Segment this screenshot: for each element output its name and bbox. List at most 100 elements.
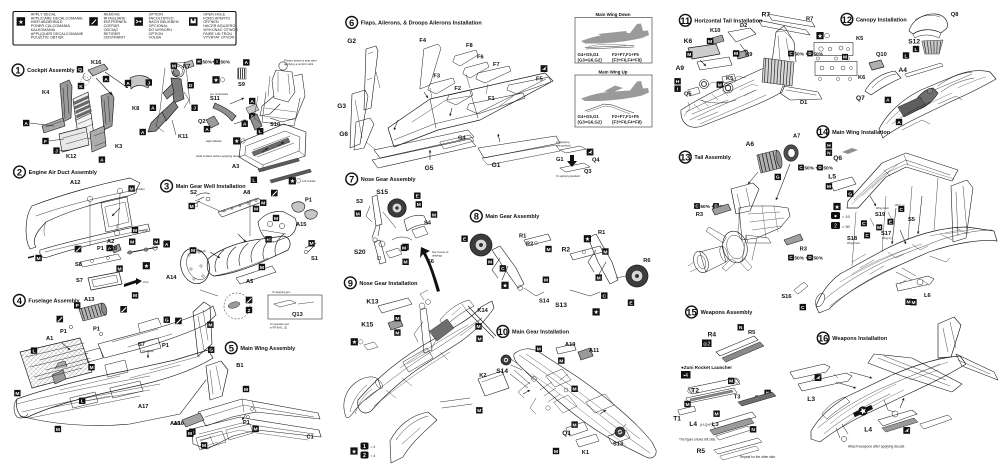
svg-text:2: 2	[17, 167, 22, 178]
svg-text:★: ★	[593, 309, 598, 316]
svg-text:A9: A9	[676, 65, 685, 72]
svg-text:★: ★	[351, 448, 356, 455]
svg-text:(on underside): (on underside)	[210, 92, 228, 96]
svg-text:A12: A12	[70, 180, 80, 186]
svg-text:M: M	[685, 402, 689, 408]
svg-text:M: M	[573, 387, 577, 393]
svg-text:N: N	[739, 325, 743, 331]
svg-text:A: A	[100, 157, 104, 163]
svg-text:13: 13	[680, 152, 690, 163]
svg-text:E: E	[629, 301, 633, 307]
svg-text:▪4: ▪4	[683, 373, 688, 379]
svg-text:11: 11	[680, 15, 690, 26]
svg-text:L6: L6	[924, 293, 931, 299]
svg-text:A5: A5	[246, 279, 253, 285]
svg-text:M: M	[827, 184, 831, 190]
svg-text:E: E	[463, 237, 467, 243]
svg-text:VYVRTAT OTVOR: VYVRTAT OTVOR	[203, 36, 234, 40]
svg-text:★: ★	[352, 339, 357, 346]
svg-text:P1: P1	[60, 329, 67, 335]
svg-text:Q13: Q13	[292, 312, 303, 318]
svg-text:M: M	[432, 212, 436, 218]
svg-text:(inside): (inside)	[198, 249, 207, 253]
svg-text:C1: C1	[307, 435, 314, 441]
svg-text:M: M	[395, 316, 399, 322]
svg-text:RETIRER: RETIRER	[104, 32, 121, 36]
svg-text:OPTION: OPTION	[149, 32, 164, 36]
svg-text:APPLICARE DECALCOMANIE: APPLICARE DECALCOMANIE	[31, 16, 84, 20]
svg-text:K4: K4	[42, 90, 50, 96]
svg-text:M: M	[261, 201, 265, 207]
svg-text:M: M	[546, 247, 550, 253]
svg-text:L3: L3	[807, 396, 815, 403]
svg-text:Horizontal Tail Installation: Horizontal Tail Installation	[694, 18, 763, 24]
svg-text:F7: F7	[493, 62, 500, 68]
svg-text:Main Wing Installation: Main Wing Installation	[832, 130, 891, 136]
svg-text:C: C	[501, 266, 505, 272]
svg-text:OPTION: OPTION	[149, 13, 164, 17]
svg-text:50%: 50%	[220, 59, 230, 65]
svg-text:A: A	[886, 98, 890, 104]
svg-text:C: C	[789, 51, 793, 56]
svg-text:S12: S12	[908, 39, 920, 46]
svg-text:A7: A7	[793, 134, 800, 140]
svg-text:★: ★	[18, 19, 23, 26]
svg-text:A16: A16	[170, 421, 180, 427]
svg-text:KALKOMANIA: KALKOMANIA	[31, 28, 56, 32]
svg-text:T1: T1	[673, 415, 681, 422]
svg-text:Q5: Q5	[684, 92, 692, 98]
svg-text:M: M	[477, 337, 481, 343]
svg-text:See reverse of: See reverse of	[432, 251, 449, 254]
svg-text:50% +: 50% +	[804, 165, 818, 171]
svg-text:★: ★	[585, 236, 590, 243]
svg-text:S3: S3	[356, 199, 363, 205]
svg-text:2: 2	[363, 453, 366, 459]
svg-text:applying a control stick: applying a control stick	[284, 62, 314, 66]
svg-text:HIER ABZIEHBILD: HIER ABZIEHBILD	[31, 20, 63, 24]
svg-text:R6: R6	[643, 258, 650, 264]
svg-text:M: M	[597, 275, 601, 281]
svg-text:★: ★	[502, 283, 507, 290]
svg-text:A: A	[245, 60, 249, 66]
svg-text:10: 10	[498, 326, 508, 337]
svg-text:G6: G6	[339, 131, 348, 138]
svg-text:M: M	[477, 408, 481, 414]
svg-text:A2: A2	[107, 239, 114, 245]
svg-text:M: M	[734, 51, 738, 57]
svg-text:P1: P1	[305, 198, 312, 204]
svg-text:K5: K5	[856, 36, 863, 42]
svg-text:WYKONAĆ OTWÓR: WYKONAĆ OTWÓR	[203, 27, 238, 32]
svg-text:T2: T2	[691, 387, 699, 394]
svg-text:C: C	[865, 233, 869, 239]
svg-text:Main Gear Assembly: Main Gear Assembly	[485, 214, 540, 220]
svg-text:1: 1	[15, 65, 20, 76]
svg-text:G4+G5,G1: G4+G5,G1	[578, 52, 600, 57]
svg-text:A16: A16	[174, 421, 184, 427]
svg-text:= 50: = 50	[842, 224, 851, 229]
svg-text:L5: L5	[828, 174, 836, 181]
svg-text:C: C	[900, 207, 904, 213]
svg-text:A: A	[141, 130, 145, 136]
svg-text:50% +: 50% +	[700, 204, 714, 210]
svg-text:A8: A8	[243, 190, 250, 196]
svg-text:A6: A6	[746, 141, 755, 148]
svg-text:I: I	[677, 87, 679, 93]
svg-text:K6: K6	[684, 38, 693, 45]
svg-text:50% +: 50% +	[794, 51, 808, 57]
svg-text:G2: G2	[347, 38, 356, 45]
svg-text:A: A	[205, 127, 209, 133]
svg-text:Q10: Q10	[876, 52, 887, 58]
svg-text:M: M	[718, 82, 722, 88]
svg-text:REMOVE: REMOVE	[104, 13, 121, 17]
svg-text:16: 16	[818, 333, 828, 344]
svg-text:CORTAR: CORTAR	[104, 24, 120, 28]
svg-text:ODSTRANIT: ODSTRANIT	[104, 36, 126, 40]
svg-text:S7: S7	[76, 278, 83, 284]
svg-text:G: G	[209, 348, 213, 354]
svg-text:= 4: = 4	[371, 445, 376, 449]
svg-text:Nose Gear Assembly: Nose Gear Assembly	[361, 177, 417, 183]
svg-text:P1: P1	[243, 420, 250, 426]
svg-text:J: J	[193, 106, 196, 112]
svg-text:(inside): (inside)	[136, 187, 145, 191]
svg-text:S20: S20	[354, 249, 366, 256]
